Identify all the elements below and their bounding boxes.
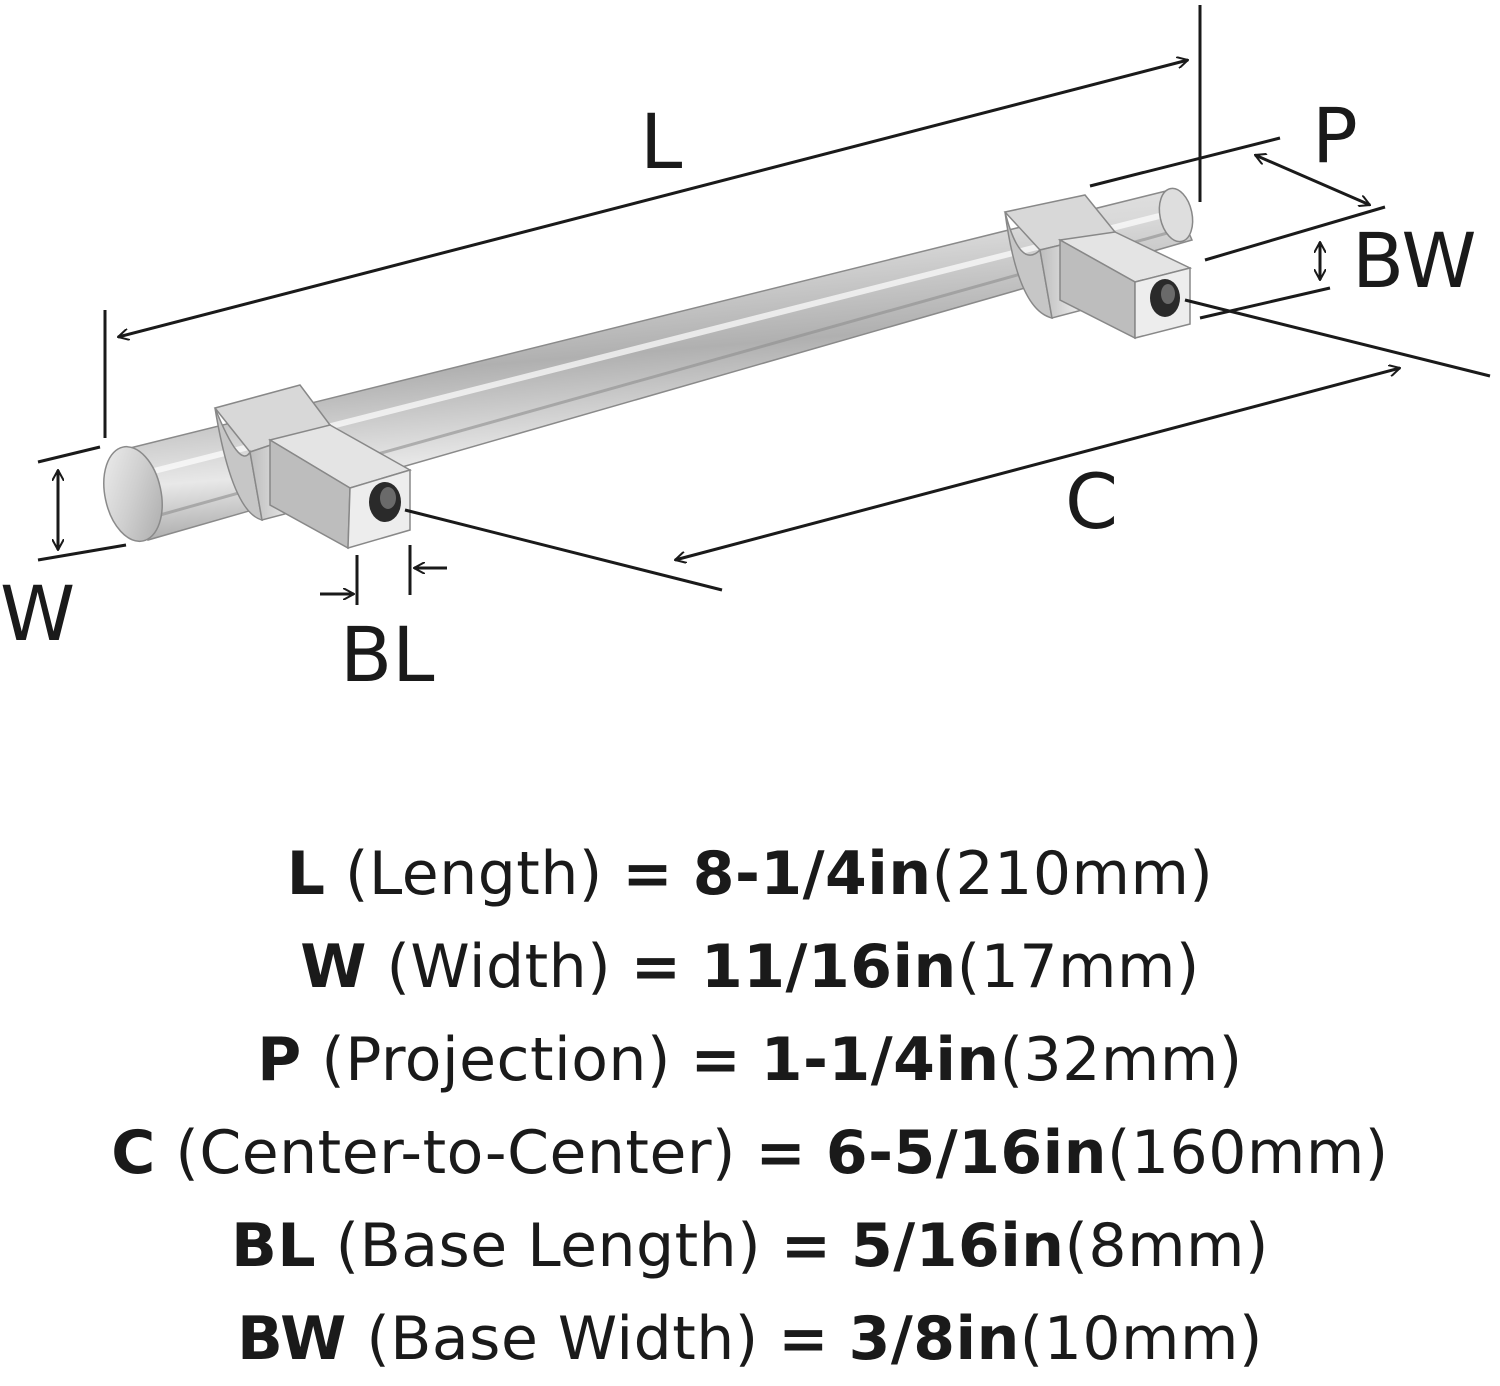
spec-code: BL	[231, 1211, 317, 1281]
spec-row-length: L (Length) = 8-1/4in(210mm)	[0, 828, 1500, 921]
spec-metric: (10mm)	[1019, 1304, 1263, 1374]
center-dimension-arrow	[675, 368, 1400, 560]
label-P: P	[1312, 91, 1358, 180]
spec-code: C	[111, 1118, 156, 1188]
spec-name: (Center-to-Center)	[175, 1118, 736, 1188]
label-BL: BL	[340, 610, 434, 699]
handle-drawing	[103, 187, 1194, 550]
spec-imperial: 5/16in	[851, 1211, 1065, 1281]
specification-list: L (Length) = 8-1/4in(210mm) W (Width) = …	[0, 828, 1500, 1386]
spec-equals: =	[630, 932, 682, 1002]
label-L: L	[640, 97, 682, 186]
spec-imperial: 8-1/4in	[692, 839, 932, 909]
spec-code: W	[300, 932, 367, 1002]
spec-metric: (210mm)	[931, 839, 1214, 909]
spec-code: L	[286, 839, 326, 909]
spec-name: (Base Width)	[366, 1304, 759, 1374]
spec-imperial: 3/8in	[848, 1304, 1020, 1374]
spec-imperial: 6-5/16in	[825, 1118, 1107, 1188]
label-W: W	[0, 569, 75, 658]
spec-row-projection: P (Projection) = 1-1/4in(32mm)	[0, 1014, 1500, 1107]
spec-equals: =	[780, 1211, 832, 1281]
spec-imperial: 1-1/4in	[760, 1025, 1000, 1095]
label-BW: BW	[1352, 216, 1477, 305]
handle-end-cap	[103, 445, 163, 543]
dimension-lines	[37, 5, 1491, 605]
spec-row-base-width: BW (Base Width) = 3/8in(10mm)	[0, 1293, 1500, 1386]
spec-equals: =	[755, 1118, 807, 1188]
right-post	[1057, 231, 1193, 340]
spec-row-width: W (Width) = 11/16in(17mm)	[0, 921, 1500, 1014]
length-dimension-arrow	[118, 60, 1188, 337]
spec-imperial: 11/16in	[701, 932, 957, 1002]
left-post	[268, 424, 412, 550]
pull-handle-diagram: L P BW C W BL	[0, 5, 1491, 699]
spec-name: (Width)	[386, 932, 612, 1002]
spec-equals: =	[690, 1025, 742, 1095]
spec-name: (Length)	[345, 839, 603, 909]
spec-code: P	[257, 1025, 302, 1095]
label-C: C	[1065, 457, 1118, 546]
spec-metric: (17mm)	[956, 932, 1200, 1002]
spec-metric: (32mm)	[999, 1025, 1243, 1095]
spec-code: BW	[237, 1304, 347, 1374]
spec-metric: (8mm)	[1064, 1211, 1269, 1281]
spec-equals: =	[778, 1304, 830, 1374]
spec-row-center-to-center: C (Center-to-Center) = 6-5/16in(160mm)	[0, 1107, 1500, 1200]
spec-equals: =	[622, 839, 674, 909]
spec-metric: (160mm)	[1106, 1118, 1389, 1188]
projection-dimension-arrow	[1255, 155, 1370, 205]
spec-name: (Projection)	[321, 1025, 671, 1095]
spec-row-base-length: BL (Base Length) = 5/16in(8mm)	[0, 1200, 1500, 1293]
spec-name: (Base Length)	[335, 1211, 762, 1281]
